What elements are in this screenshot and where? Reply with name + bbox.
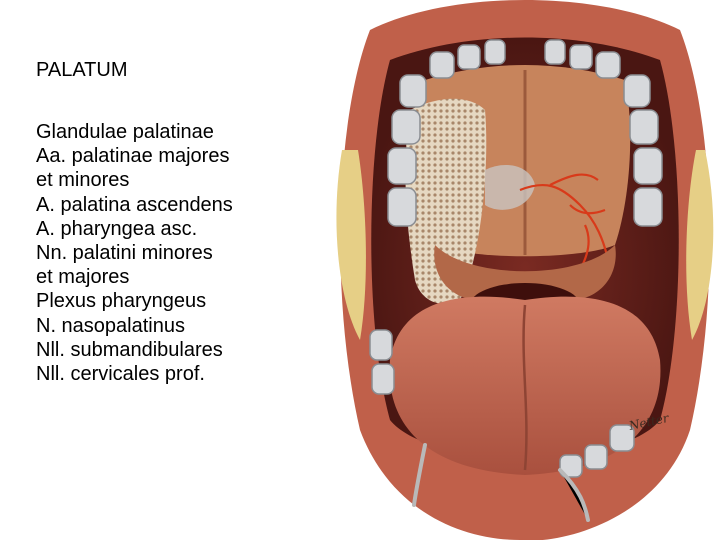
list-item: N. nasopalatinus — [36, 314, 185, 337]
list-item: et minores — [36, 169, 130, 192]
oral-cavity-drawing: Netter — [336, 0, 714, 540]
list-item: Glandulae palatinae — [36, 121, 214, 143]
list-item: Plexus pharyngeus — [36, 290, 207, 313]
soft-palate — [434, 245, 616, 300]
text-panel: PALATUM Glandulae palatinae Aa. palatina… — [36, 58, 233, 386]
list-item: Nll. cervicales prof. — [36, 363, 205, 386]
structure-list: Glandulae palatinae Aa. palatinae majore… — [36, 120, 233, 386]
list-item: Nn. palatini minores — [36, 242, 213, 265]
list-item: Aa. palatinae majores — [36, 145, 230, 168]
lower-teeth — [369, 329, 635, 478]
anatomy-illustration: Netter — [330, 0, 720, 540]
retractors — [412, 443, 590, 522]
cheek-fat-right — [686, 150, 714, 340]
list-item: Nll. submandibulares — [36, 338, 223, 361]
slide-title: PALATUM — [36, 59, 128, 81]
cheek-fat-left — [336, 150, 366, 340]
list-item: A. pharyngea asc. — [36, 217, 198, 240]
list-item: A. palatina ascendens — [36, 193, 233, 216]
upper-teeth — [387, 39, 663, 227]
list-item: et majores — [36, 266, 130, 289]
palatine-glands — [405, 98, 487, 304]
